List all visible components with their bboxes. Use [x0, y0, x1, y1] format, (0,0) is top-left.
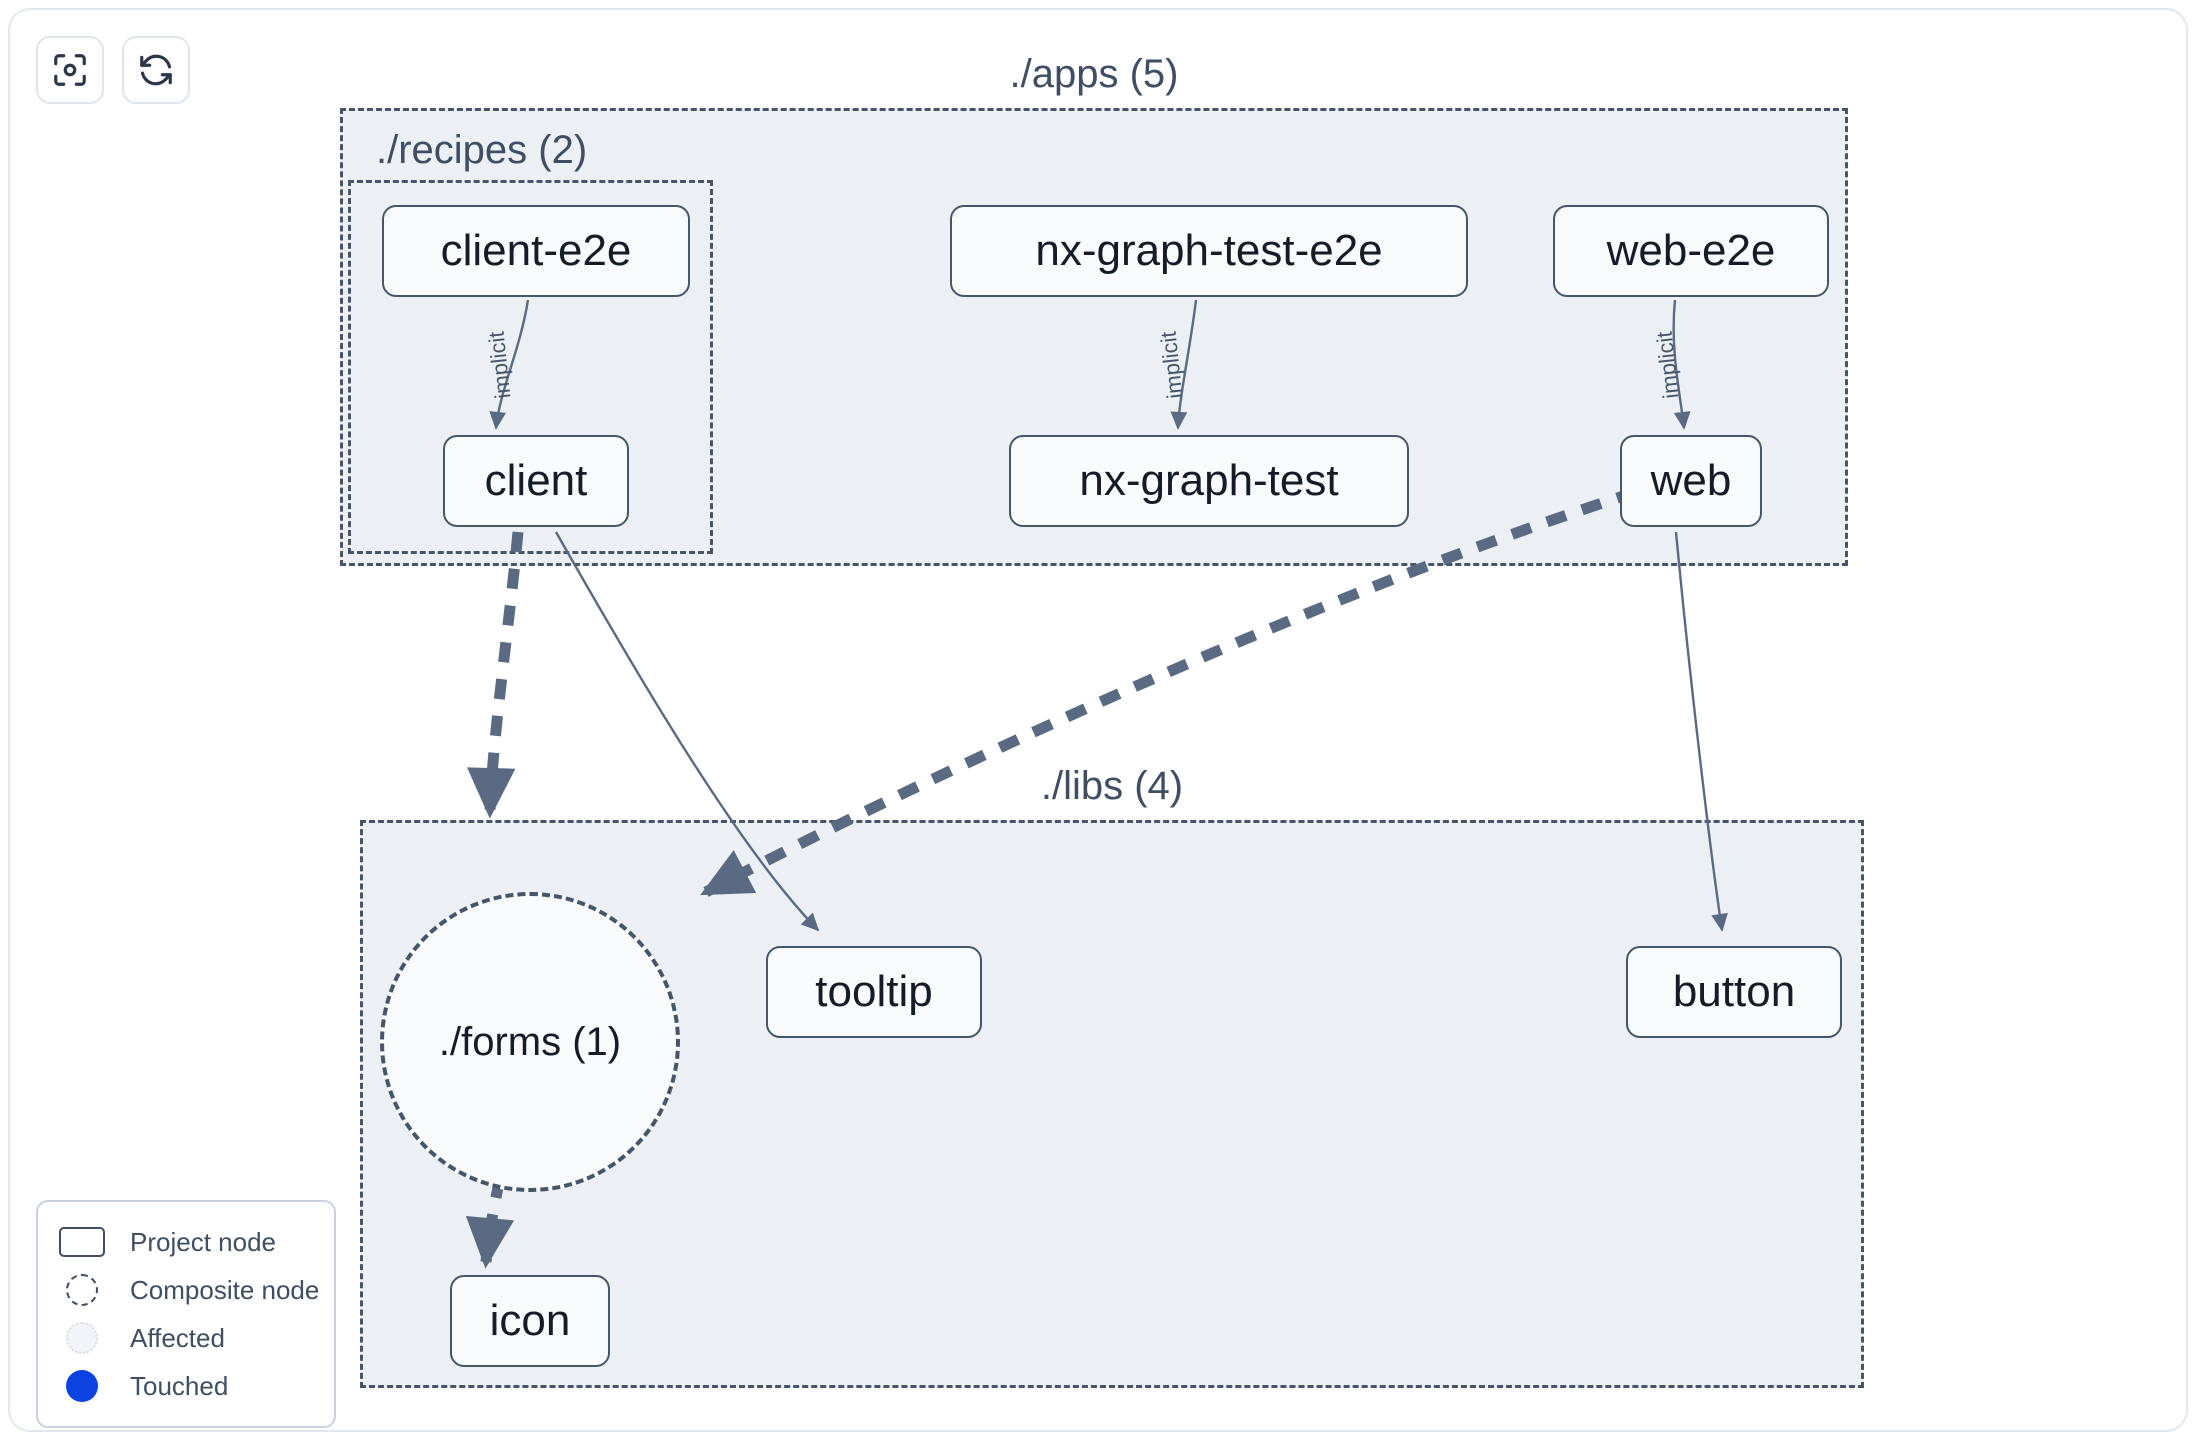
- focus-graph-button[interactable]: [36, 36, 104, 104]
- legend-label-affected: Affected: [130, 1322, 225, 1353]
- legend-item-affected: Affected: [56, 1314, 316, 1362]
- group-label-apps: ./apps (5): [1009, 52, 1179, 96]
- touched-node-glyph: [56, 1370, 108, 1402]
- group-label-libs: ./libs (4): [1040, 764, 1184, 808]
- affected-node-glyph: [56, 1322, 108, 1354]
- group-label-recipes: ./recipes (2): [376, 128, 588, 172]
- project-node-glyph: [56, 1227, 108, 1257]
- legend-item-composite-node: Composite node: [56, 1266, 320, 1314]
- focus-target-icon: [51, 51, 89, 89]
- graph-legend: Project node Composite node Affected Tou…: [36, 1200, 336, 1428]
- node-client[interactable]: client: [443, 435, 629, 527]
- composite-node-glyph: [56, 1274, 108, 1306]
- node-icon[interactable]: icon: [450, 1275, 610, 1367]
- node-nx-graph-test[interactable]: nx-graph-test: [1009, 435, 1409, 527]
- edge-client-to-forms: [467, 531, 524, 819]
- legend-item-touched: Touched: [56, 1362, 316, 1410]
- node-nx-graph-test-e2e[interactable]: nx-graph-test-e2e: [950, 205, 1468, 297]
- node-forms-composite[interactable]: ./forms (1): [380, 892, 680, 1192]
- legend-label-touched: Touched: [130, 1370, 229, 1401]
- node-client-e2e[interactable]: client-e2e: [382, 205, 690, 297]
- refresh-icon: [137, 51, 175, 89]
- refresh-graph-button[interactable]: [122, 36, 190, 104]
- node-web[interactable]: web: [1620, 435, 1762, 527]
- node-tooltip[interactable]: tooltip: [766, 946, 982, 1038]
- node-web-e2e[interactable]: web-e2e: [1553, 205, 1829, 297]
- legend-label-composite-node: Composite node: [130, 1274, 320, 1305]
- legend-item-project-node: Project node: [56, 1218, 316, 1266]
- graph-toolbar: [36, 36, 190, 104]
- node-button[interactable]: button: [1626, 946, 1842, 1038]
- legend-label-project-node: Project node: [130, 1226, 276, 1257]
